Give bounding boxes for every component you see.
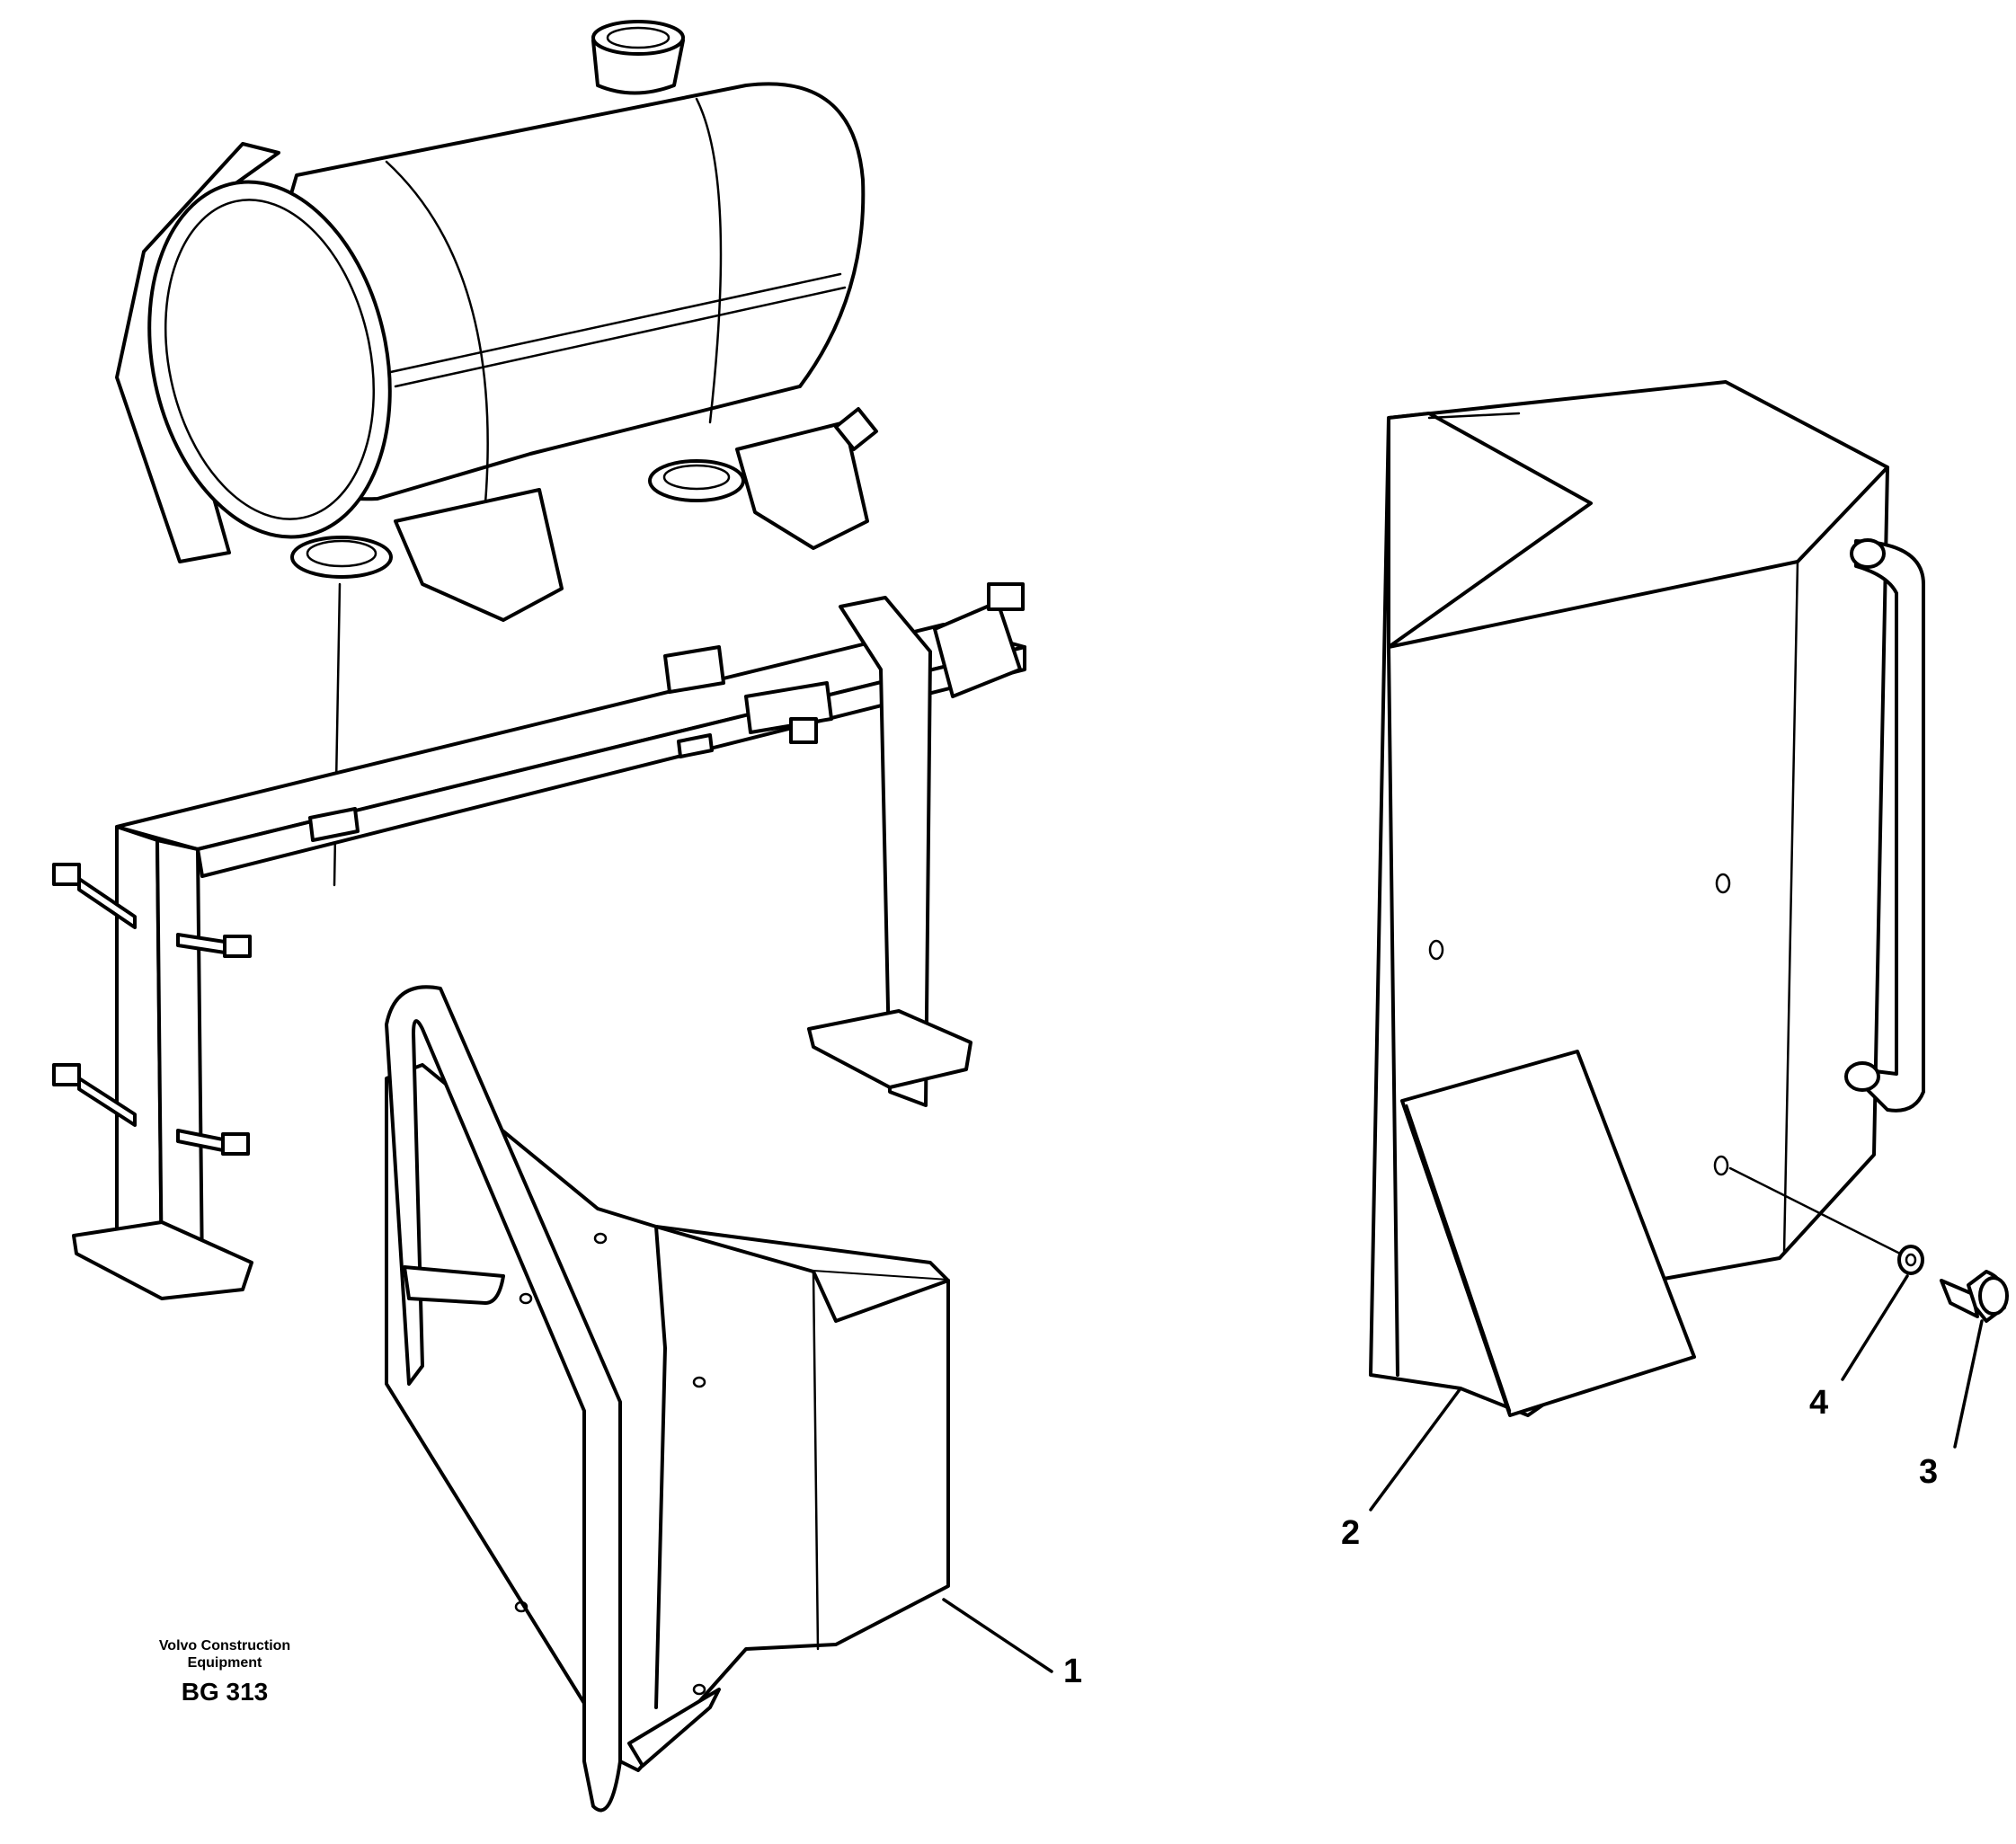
- manufacturer-line-2: Equipment: [187, 1655, 262, 1671]
- guard-right-handle: [1854, 539, 1925, 1113]
- frame-tab: [663, 645, 725, 694]
- muffler-inlet-right: [648, 459, 745, 502]
- frame-right-leg: [839, 596, 932, 1107]
- leader-4: [1841, 1274, 1909, 1381]
- frame-left-foot-plate: [72, 1220, 253, 1300]
- guard-left-handle: [385, 985, 622, 1813]
- callout-1: 1: [1063, 1653, 1082, 1690]
- guard-left-panel: [385, 1063, 950, 1772]
- guard-left: [385, 985, 950, 1813]
- frame-side-arm: [933, 600, 1022, 698]
- muffler-end-cap: [147, 180, 392, 539]
- muffler-inlet-left: [290, 536, 393, 579]
- support-frame: [52, 582, 1026, 1300]
- leader-3: [1953, 1319, 1984, 1449]
- leader-2: [1369, 1387, 1462, 1512]
- guard-right-ramp: [1400, 1050, 1696, 1417]
- frame-right-foot-plate: [807, 1009, 972, 1089]
- muffler-mount-foot-right: [735, 421, 869, 550]
- muffler: [115, 20, 878, 887]
- callout-4: 4: [1809, 1384, 1828, 1422]
- screw: [1940, 1270, 2009, 1323]
- muffler-outlet-rim: [591, 20, 685, 56]
- callout-2: 2: [1341, 1514, 1360, 1552]
- drawing-caption: Volvo Construction Equipment BG 313: [135, 1637, 315, 1709]
- drawing-code: BG 313: [181, 1678, 269, 1706]
- washer: [1897, 1245, 1924, 1275]
- callout-3: 3: [1919, 1453, 1938, 1491]
- leader-1: [942, 1598, 1053, 1673]
- guard-right: [1369, 380, 1925, 1417]
- manufacturer-line-1: Volvo Construction: [158, 1638, 291, 1653]
- frame-left-leg: [115, 825, 164, 1287]
- frame-bracket: [52, 863, 81, 886]
- muffler-mount-foot-left: [394, 488, 564, 622]
